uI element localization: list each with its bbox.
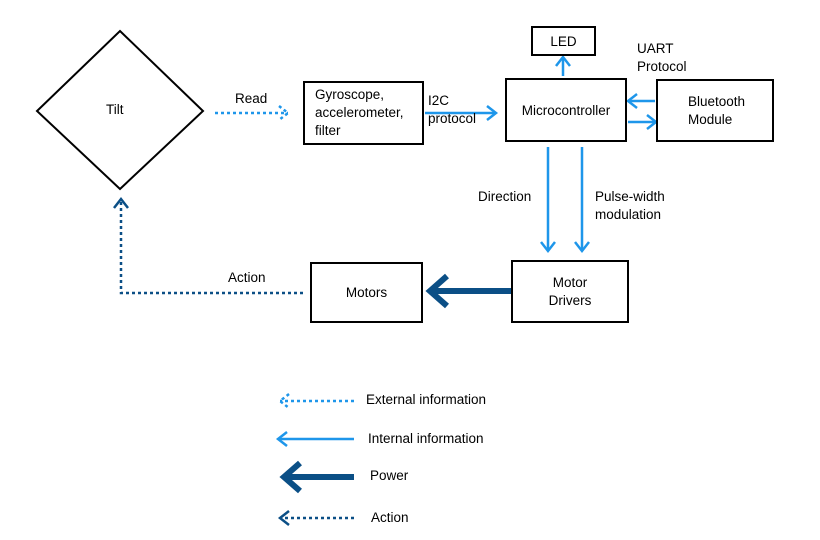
tilt-diamond <box>35 29 205 191</box>
legend-power-arrow <box>279 460 354 494</box>
i2c-arrow <box>425 105 499 121</box>
microcontroller-box: Microcontroller <box>505 78 627 142</box>
microcontroller-label: Microcontroller <box>521 102 611 118</box>
uart-label: UART Protocol <box>637 41 687 74</box>
legend-internal-label: Internal information <box>368 431 484 446</box>
sensors-box: Gyroscope, accelerometer, filter <box>303 81 424 145</box>
direction-arrow <box>540 147 556 254</box>
legend-action-label: Action <box>371 510 409 525</box>
motor-drivers-label: Motor Drivers <box>548 274 592 308</box>
pwm-arrow <box>574 147 590 254</box>
led-label: LED <box>550 33 577 49</box>
led-box: LED <box>531 26 596 56</box>
bt-to-mcu-arrow <box>625 93 655 109</box>
read-label: Read <box>235 91 268 106</box>
i2c-label: I2C protocol <box>428 93 477 126</box>
legend-external-arrow <box>277 393 354 409</box>
action-arrow <box>113 196 303 295</box>
direction-label: Direction <box>478 189 532 204</box>
pwm-label: Pulse-width modulation <box>595 189 665 222</box>
mcu-to-bt-arrow <box>628 114 659 130</box>
motor-drivers-box: Motor Drivers <box>511 260 629 323</box>
motors-label: Motors <box>345 285 388 300</box>
bluetooth-label: Bluetooth Module <box>688 93 746 127</box>
led-arrow <box>555 54 571 76</box>
read-arrow <box>215 105 291 121</box>
legend-external-label: External information <box>366 392 487 407</box>
legend-action-arrow <box>277 510 354 526</box>
power-arrow <box>425 273 511 309</box>
action-label: Action <box>228 270 266 285</box>
bluetooth-box: Bluetooth Module <box>656 79 774 142</box>
tilt-label: Tilt <box>106 102 124 117</box>
legend-internal-arrow <box>275 431 354 447</box>
legend-power-label: Power <box>370 468 409 483</box>
motors-box: Motors <box>310 262 423 323</box>
sensors-label: Gyroscope, accelerometer, filter <box>315 87 404 138</box>
